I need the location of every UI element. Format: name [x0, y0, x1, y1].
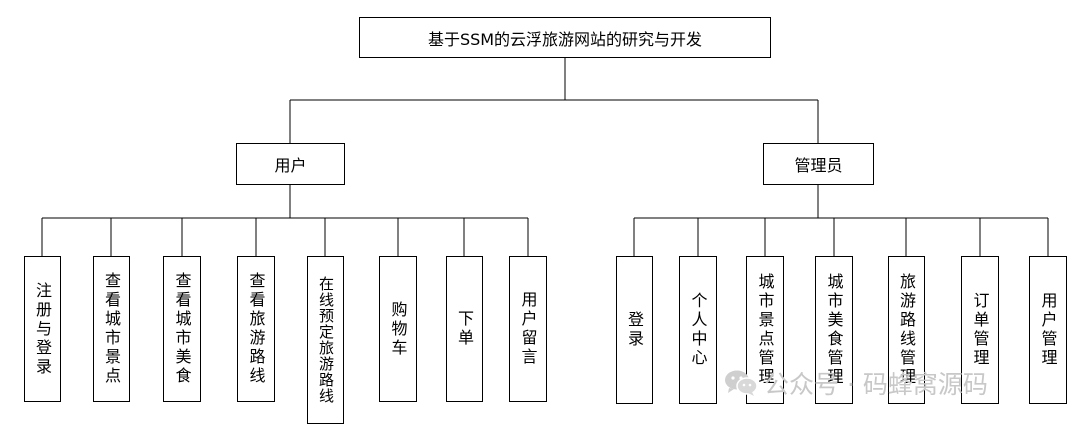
root-node: 基于SSM的云浮旅游网站的研究与开发	[359, 17, 771, 58]
leaf-city-food-mgmt: 城市美食管理	[815, 256, 853, 404]
leaf-place-order: 下单	[446, 256, 483, 402]
leaf-book-travel-routes: 在线预定旅游路线	[307, 256, 344, 424]
admin-node: 管理员	[763, 143, 874, 185]
user-node: 用户	[236, 143, 345, 185]
leaf-shopping-cart: 购物车	[379, 256, 417, 402]
leaf-travel-routes-mgmt: 旅游路线管理	[888, 256, 925, 404]
leaf-user-messages: 用户留言	[509, 256, 547, 402]
leaf-view-travel-routes: 查看旅游路线	[237, 256, 275, 402]
leaf-personal-center: 个人中心	[679, 256, 717, 404]
leaf-user-mgmt: 用户管理	[1029, 256, 1067, 404]
leaf-order-mgmt: 订单管理	[961, 256, 999, 404]
watermark: 公众号 · 码蜂窝源码	[724, 364, 988, 402]
watermark-text: 公众号 · 码蜂窝源码	[764, 370, 988, 399]
leaf-city-attractions-mgmt: 城市景点管理	[746, 256, 784, 404]
leaf-admin-login: 登录	[616, 256, 653, 404]
wechat-icon	[725, 370, 758, 396]
leaf-register-login: 注册与登录	[24, 256, 61, 402]
leaf-view-city-food: 查看城市美食	[163, 256, 201, 402]
leaf-view-city-attractions: 查看城市景点	[93, 256, 130, 402]
